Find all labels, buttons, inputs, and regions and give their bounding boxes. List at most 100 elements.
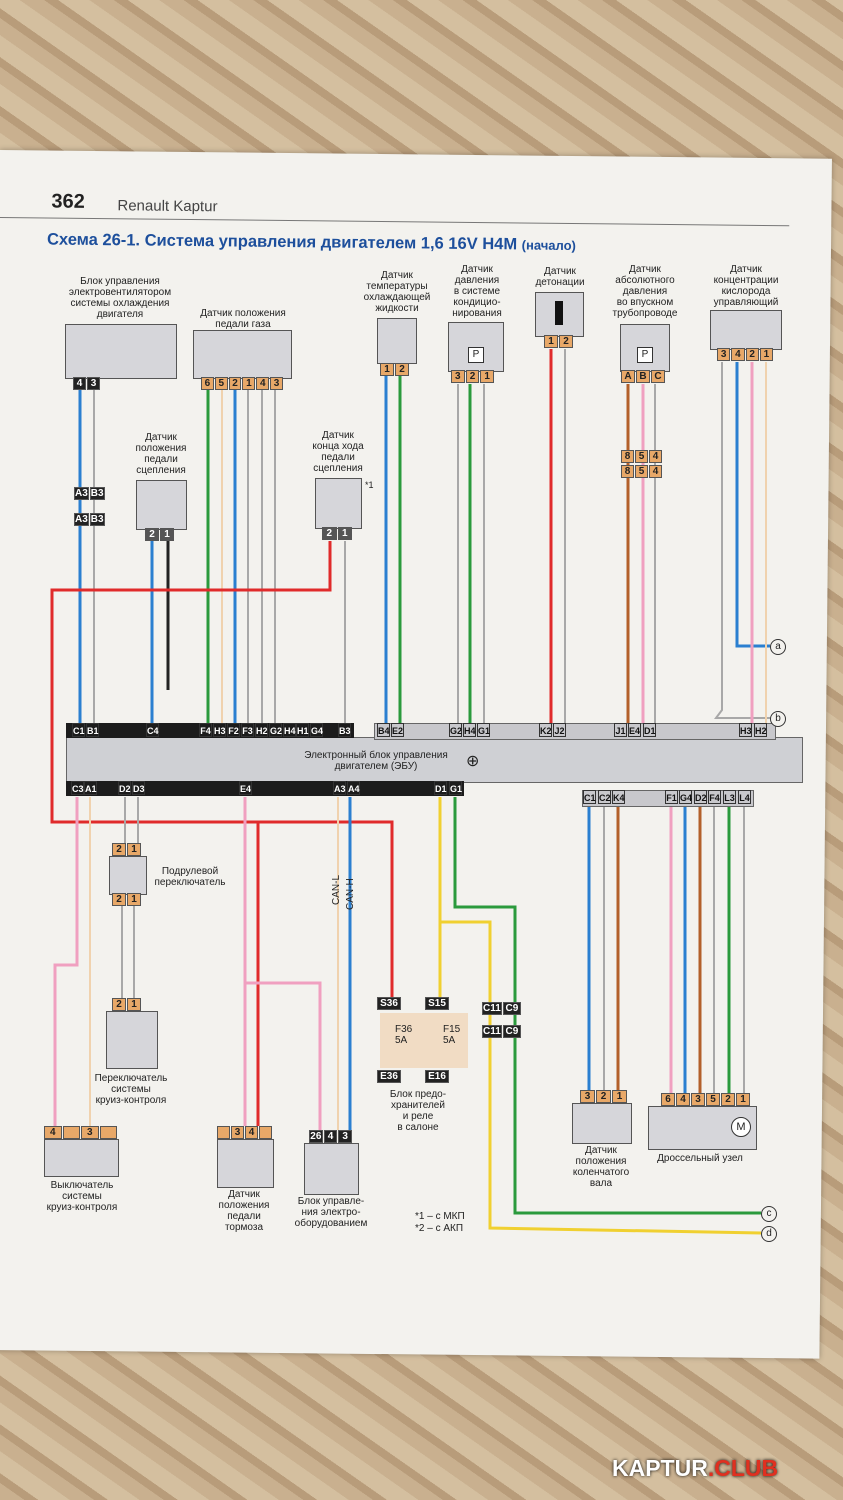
map-sensor: P: [620, 324, 670, 372]
ecu-pin-top: J1: [614, 723, 627, 737]
pin: 3: [691, 1093, 705, 1106]
ecu-pin-top: C4: [146, 723, 159, 737]
ecu-pin-top: C1: [72, 723, 85, 737]
ecu-pin-top: H1: [296, 723, 309, 737]
ecu-pin-bottom: G1: [449, 781, 462, 795]
clutch-position-sensor: [136, 480, 187, 530]
wire-blue: [735, 362, 770, 648]
body-control-module: [304, 1143, 359, 1195]
ecu-label: Электронный блок управления двигателем (…: [304, 750, 448, 772]
pin: 4: [323, 1130, 338, 1143]
pin: 1: [127, 893, 141, 906]
footnotes: *1 – с МКП *2 – с АКП: [415, 1211, 465, 1235]
ecu-pin-top: H2: [754, 723, 767, 737]
pin: 2: [112, 893, 126, 906]
pin: 1: [736, 1093, 750, 1106]
ecu-pin-bottom: A4: [347, 781, 360, 795]
pin: 3: [81, 1126, 99, 1139]
pin: 1: [127, 843, 141, 856]
ecu-pin-bottom: K4: [612, 790, 625, 804]
pin: 1: [759, 348, 773, 361]
ecu-bottom-left-strip: [66, 781, 464, 796]
pin: 1: [544, 335, 558, 348]
footnote-2: *2 – с АКП: [415, 1223, 464, 1234]
can-low-label: CAN-L: [331, 874, 342, 905]
pin: 2: [559, 335, 573, 348]
ecu-pin-bottom: D1: [434, 781, 447, 795]
footnote-1: *1 – с МКП: [415, 1211, 465, 1222]
pin: [259, 1126, 272, 1139]
pin: A3: [74, 487, 89, 500]
pin: 6: [201, 377, 214, 390]
pin: 1: [337, 527, 352, 540]
pin: 3: [338, 1130, 353, 1143]
fuse-f36-in: S36: [377, 997, 402, 1010]
crank-label: Датчик положения коленчатого вала: [572, 1145, 630, 1189]
link-d: d: [761, 1226, 777, 1242]
cruise-off-label: Выключатель системы круиз-контроля: [46, 1180, 118, 1213]
ecu-pin-bottom: C2: [598, 790, 611, 804]
pin: 2: [395, 363, 409, 376]
fuse-f15-in: S15: [425, 997, 450, 1010]
ecu-pin-top: H3: [213, 723, 226, 737]
ecu-pin-top: E4: [628, 723, 641, 737]
motor-icon: M: [731, 1117, 751, 1137]
oxygen-label: Датчик концентрации кислорода управляющи…: [713, 264, 779, 308]
pin: 2: [112, 998, 126, 1011]
clutch-end-label: Датчик конца хода педали сцепления: [312, 430, 364, 474]
wire-green-link-c: [453, 797, 761, 1215]
pin: A3: [74, 513, 89, 526]
pin: 26: [309, 1130, 323, 1143]
wire-gray: [714, 362, 770, 719]
pin: E36: [377, 1070, 401, 1083]
ecu-pin-top: H2: [255, 723, 268, 737]
ecu-pin-bottom: G4: [679, 790, 692, 804]
bcm-label: Блок управле- ния электро- оборудованием: [294, 1196, 368, 1229]
throttle-label: Дроссельный узел: [657, 1153, 743, 1164]
pin: 1: [612, 1090, 627, 1103]
fuse-name: F36: [395, 1024, 413, 1035]
ecu-pin-top: K2: [539, 723, 552, 737]
ecu-pin-top: F4: [199, 723, 212, 737]
pin: 3: [231, 1126, 244, 1139]
knock-sensor: [535, 292, 584, 337]
pin: [99, 1126, 117, 1139]
ecu-pin-bottom: A3: [333, 781, 346, 795]
ecu-pin-bottom: D2: [694, 790, 707, 804]
pin: 2: [112, 843, 126, 856]
ecu-pin-bottom: F1: [665, 790, 678, 804]
pin: 4: [73, 377, 86, 390]
ecu-pin-top: B4: [377, 723, 390, 737]
pin: 5: [635, 450, 648, 463]
ecu-pin-bottom: C1: [583, 790, 596, 804]
pin: 8: [621, 450, 634, 463]
pin: 4: [676, 1093, 690, 1106]
ecu-pin-top: G2: [269, 723, 282, 737]
ecu-top-right-strip: [374, 723, 776, 740]
pin: C11: [482, 1025, 502, 1038]
pin: 2: [721, 1093, 735, 1106]
pin: 1: [242, 377, 256, 390]
wire-pink: [53, 797, 79, 1126]
fuse-name: F15: [443, 1024, 461, 1035]
pin: 4: [44, 1126, 62, 1139]
pin: 3: [580, 1090, 595, 1103]
pin: 5: [214, 377, 228, 390]
brake-pedal-label: Датчик положения педали тормоза: [218, 1189, 270, 1233]
accel-pedal-label: Датчик положения педали газа: [200, 308, 286, 330]
